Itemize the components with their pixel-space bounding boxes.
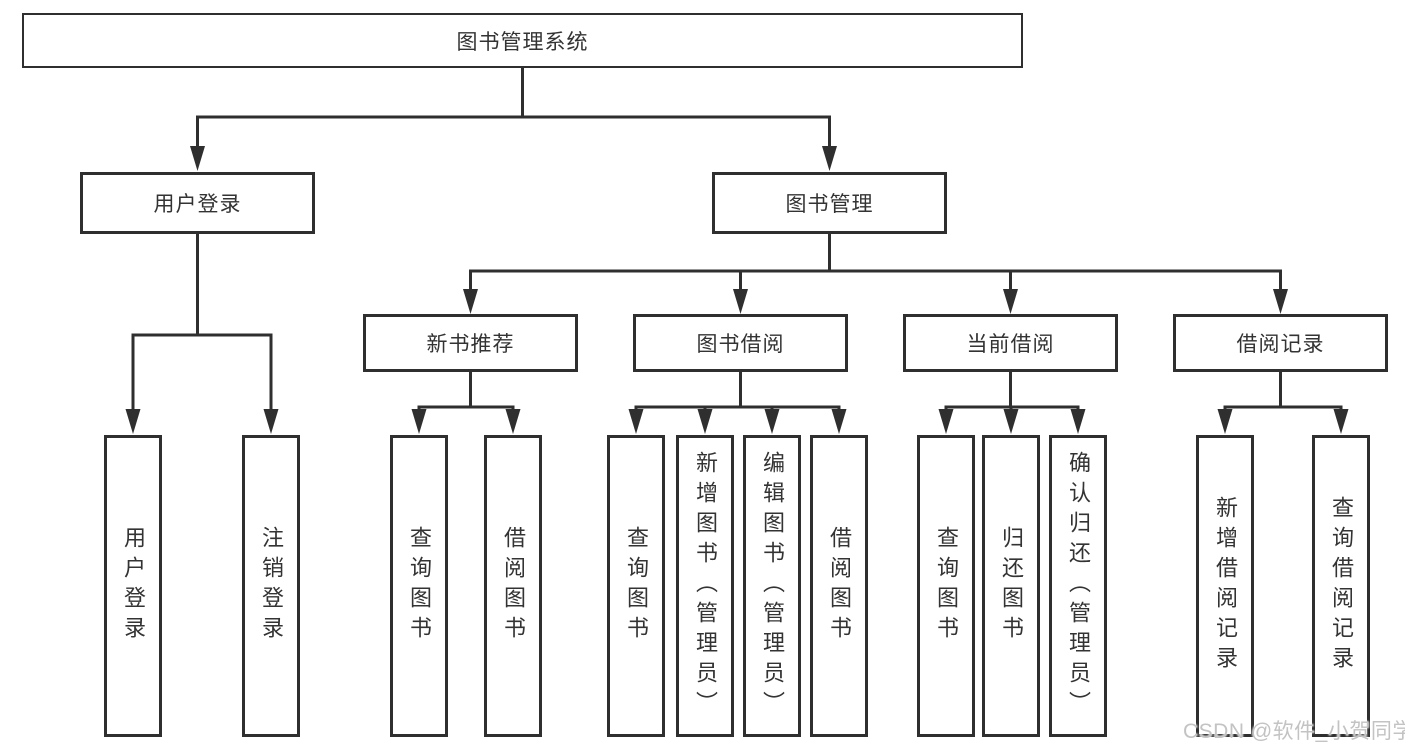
leaf-logout: 注销登录 [242,435,300,737]
node-new-book-recommend: 新书推荐 [363,314,578,372]
node-current-borrow: 当前借阅 [903,314,1118,372]
node-root-label: 图书管理系统 [456,30,589,54]
leaf-query-books-recommend: 查询图书 [390,435,448,737]
leaf-borrow-books: 借阅图书 [810,435,868,737]
connector-book-borrow-to-leaves [628,370,847,434]
csdn-watermark: CSDN @软件_小贺同学 [1183,720,1405,743]
connector-current-borrow-to-leaves [938,370,1086,434]
node-user-login-label: 用户登录 [153,193,242,216]
leaf-query-borrow-record: 查询借阅记录 [1312,435,1370,737]
connector-user-login-to-leaves [125,232,279,434]
leaf-edit-book-admin: 编辑图书（管理员） [743,435,801,737]
leaf-query-books-current-label: 查询图书 [934,526,959,646]
leaf-borrow-books-recommend: 借阅图书 [484,435,542,737]
leaf-query-books-current: 查询图书 [917,435,975,737]
leaf-return-books-label: 归还图书 [999,526,1024,646]
leaf-edit-book-admin-label: 编辑图书（管理员） [760,451,785,721]
leaf-return-books: 归还图书 [982,435,1040,737]
connector-new-book-recommend-to-leaves [411,370,521,434]
node-current-borrow-label: 当前借阅 [966,333,1055,356]
node-root-system: 图书管理系统 [22,13,1023,68]
connector-borrow-records-to-leaves [1217,370,1349,434]
node-user-login: 用户登录 [80,172,315,234]
leaf-confirm-return-admin: 确认归还（管理员） [1049,435,1107,737]
leaf-logout-label: 注销登录 [259,526,284,646]
leaf-confirm-return-admin-label: 确认归还（管理员） [1066,451,1091,721]
leaf-borrow-books-label: 借阅图书 [827,526,852,646]
node-borrow-records-label: 借阅记录 [1236,333,1325,356]
leaf-query-borrow-record-label: 查询借阅记录 [1329,496,1354,676]
leaf-query-books-borrow-label: 查询图书 [624,526,649,646]
connector-book-management-to-level3 [463,232,1288,314]
leaf-add-book-admin: 新增图书（管理员） [676,435,734,737]
leaf-borrow-books-recommend-label: 借阅图书 [501,526,526,646]
leaf-add-borrow-record-label: 新增借阅记录 [1213,496,1238,676]
leaf-user-login-label: 用户登录 [121,526,146,646]
leaf-user-login: 用户登录 [104,435,162,737]
leaf-query-books-borrow: 查询图书 [607,435,665,737]
node-book-management-label: 图书管理 [785,193,874,216]
node-book-borrow: 图书借阅 [633,314,848,372]
node-borrow-records: 借阅记录 [1173,314,1388,372]
connector-root-to-level2 [190,66,837,171]
node-new-book-recommend-label: 新书推荐 [426,333,515,356]
node-book-borrow-label: 图书借阅 [696,333,785,356]
node-book-management: 图书管理 [712,172,947,234]
leaf-add-borrow-record: 新增借阅记录 [1196,435,1254,737]
leaf-query-books-recommend-label: 查询图书 [407,526,432,646]
leaf-add-book-admin-label: 新增图书（管理员） [693,451,718,721]
